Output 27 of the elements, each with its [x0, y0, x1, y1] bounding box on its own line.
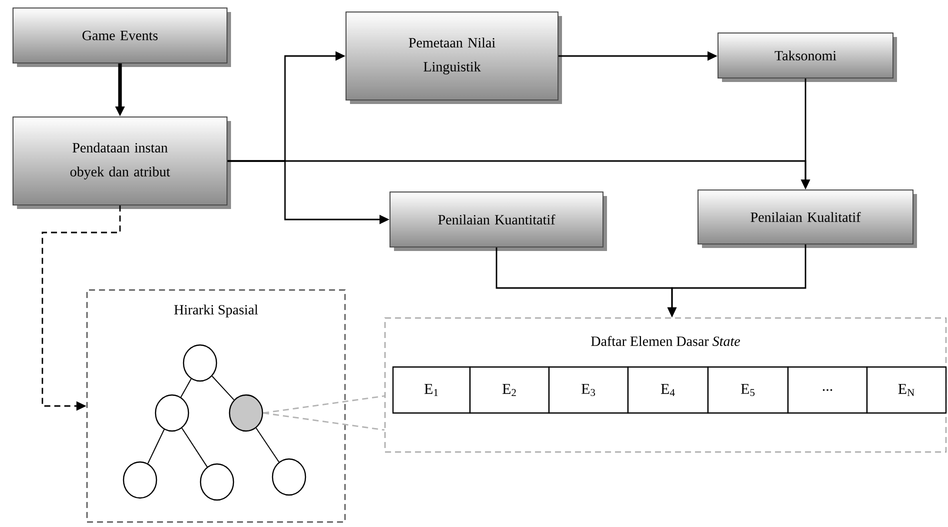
table-cell: E$_{1}$ [392, 366, 471, 414]
tree-node-circle [200, 463, 234, 501]
dashed-frame: Hirarki Spasial [86, 289, 346, 523]
tree-branch [256, 428, 280, 462]
tree-node-circle [272, 458, 306, 496]
zoom-line [263, 412, 384, 431]
tree-node-circle [228, 394, 264, 432]
process-box: Penilaian Kualitatif [698, 190, 917, 248]
process-box: Game Events [12, 8, 231, 67]
process-box: Pendataan instan obyek dan atribut [12, 116, 231, 209]
process-box: Taksonomi [718, 32, 897, 82]
tree-branch [147, 429, 165, 464]
tree-node-circle [154, 394, 190, 432]
table-cell: ... [787, 366, 868, 414]
table-cell: E$_{N}$ [866, 366, 947, 414]
table-cell: E$_{5}$ [707, 366, 789, 414]
table-cell: E$_{2}$ [469, 366, 550, 414]
tree-node-circle [122, 461, 158, 499]
tree-branch [180, 378, 192, 398]
tree-branch [181, 428, 208, 468]
table-cell: E$_{3}$ [548, 366, 629, 414]
process-box: Pemetaan Nilai Linguistik [346, 12, 562, 104]
process-box: Penilaian Kuantitatif [390, 192, 607, 251]
tree-node-circle [182, 344, 218, 382]
tree-branch [212, 376, 234, 400]
zoom-line [263, 395, 384, 414]
table-cell: E$_{4}$ [627, 366, 709, 414]
